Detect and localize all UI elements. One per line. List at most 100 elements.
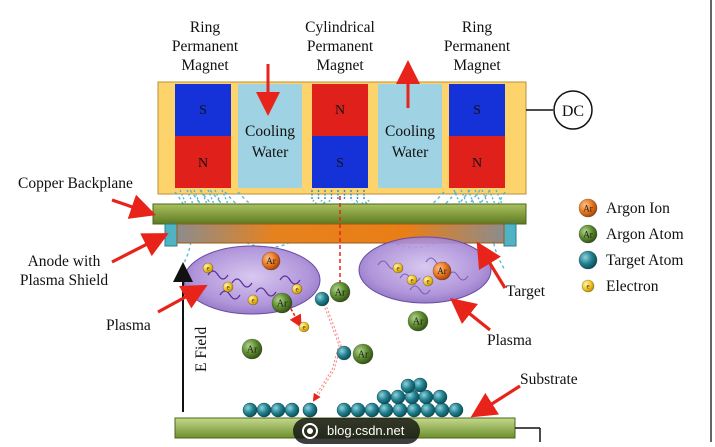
electron [247,294,259,306]
label-line: Permanent [443,38,511,55]
plasma-swirl [255,287,277,297]
plasma-swirl [279,275,301,285]
field-line [467,189,475,205]
deposited-target-atom [420,402,436,418]
anode-shield-left [164,223,178,247]
field-line [207,189,215,205]
deposited-target-atom [406,402,422,418]
argon-atom-label: Ar [358,350,369,361]
electron-label: e [206,264,209,272]
label-line: Plasma Shield [19,272,109,289]
electron-label: e [410,276,413,284]
target-atom-trajectory [312,299,342,401]
plasma-swirl [447,271,469,281]
electron [406,274,418,286]
pole-label: N [472,156,482,171]
pointer-arrow [476,241,507,289]
field-line [495,189,503,205]
pole-label: S [336,156,344,171]
e-field-label: E Field [193,327,210,372]
field-line [186,189,194,205]
legend-marker [581,279,595,293]
label-line: Magnet [181,57,229,74]
deposited-target-atom [350,402,366,418]
camera-icon [302,423,318,439]
argon-atom [271,292,293,314]
deposited-target-atom [364,402,380,418]
electron-label: e [226,283,229,291]
argon-atom [352,343,374,365]
label-line: Magnet [316,57,364,74]
deposited-target-atom [270,402,286,418]
field-line [221,189,229,205]
field-line [193,189,201,205]
field-line [214,189,222,205]
cooling-water-left-label: Water [252,144,289,161]
electron-label: e [302,323,305,331]
electron [202,262,214,274]
pointer-arrow [111,233,169,264]
cooling-water-right [378,84,442,188]
argon-ion-label: Ar [266,256,276,266]
argon-atom-label: Ar [413,317,424,328]
deposited-target-atom [400,378,416,394]
deposited-target-atom [284,402,300,418]
legend-label: Electron [606,278,659,295]
legend-label: Argon Atom [606,226,684,243]
dc-power-source [553,90,593,130]
electron-label: e [251,296,254,304]
ring-magnet-left-south [175,84,231,136]
label-line: Cylindrical [305,19,375,36]
dc-label: DC [562,103,584,120]
electron [298,321,310,333]
pointer-arrow [470,384,521,418]
label-line: Magnet [453,57,501,74]
argon-atom [329,281,351,303]
ring-magnet-right-label: Ring Permanent Magnet [432,18,522,75]
argon-atom-label: Ar [247,345,258,356]
target-atom [336,345,352,361]
electron-label: e [396,264,399,272]
argon-atom [241,338,263,360]
pointer-arrow [450,298,491,332]
plasma-cloud-right [358,236,492,304]
field-line [474,189,482,205]
ring-magnet-left-north [175,136,231,188]
plasma-swirl [231,278,253,288]
electron-label: e [426,277,429,285]
watermark-text: blog.csdn.net [327,423,405,438]
pole-label: S [473,103,481,118]
electron [422,275,434,287]
anode-label: Anode with Plasma Shield [8,252,120,290]
cylindrical-magnet-north [312,84,368,136]
target-atom [302,402,318,418]
deposited-target-atom [378,402,394,418]
label-pointers [111,194,521,418]
legend-marker [578,198,598,218]
label-line: Anode with [27,253,101,270]
pointer-arrow [111,194,157,219]
field-line [453,189,461,205]
target-atom-trajectory-core [312,299,341,402]
deposited-target-atom [434,402,450,418]
electron [291,283,303,295]
argon-ion [261,251,281,271]
legend-marker [578,224,598,244]
pole-label: N [198,156,208,171]
legend-symbol: e [586,283,589,291]
deposited-target-atom [390,389,406,405]
deposited-film [242,377,464,418]
deposited-target-atom [448,402,464,418]
pole-label: S [199,103,207,118]
label-line: Ring [461,19,493,36]
argon-ion [432,261,452,281]
argon-ion-label: Ar [437,266,447,276]
label-line: Ring [189,19,221,36]
ring-magnet-right-north [449,136,505,188]
plasma-left-label: Plasma [106,317,151,334]
electron [392,262,404,274]
target-atom [314,291,330,307]
